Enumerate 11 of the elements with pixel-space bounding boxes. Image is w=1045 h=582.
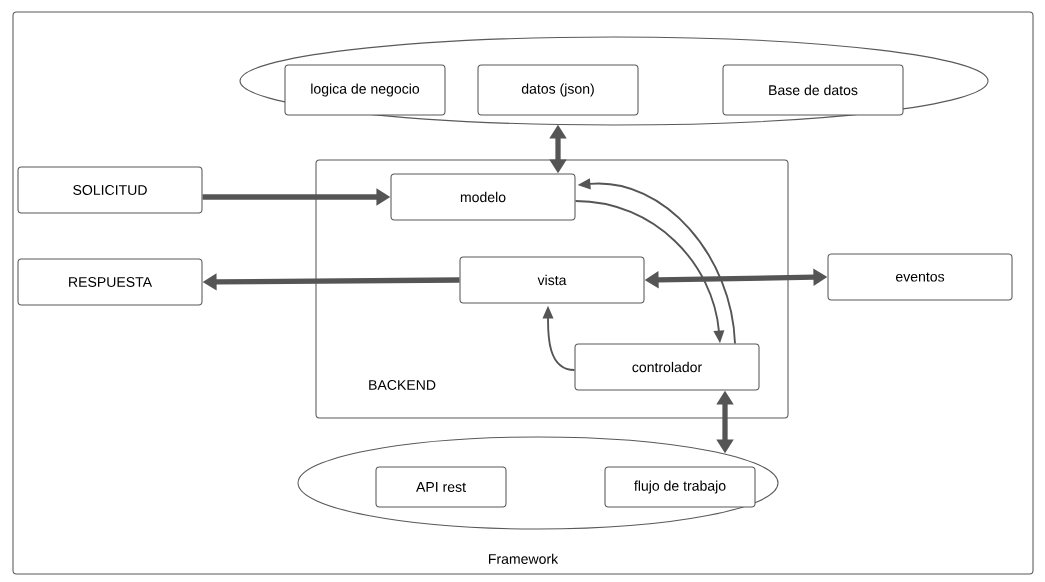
- process-box: eventos: [827, 253, 1013, 301]
- process-box: controlador: [574, 343, 760, 391]
- process-box: API rest: [375, 466, 507, 508]
- process-box: vista: [459, 256, 645, 304]
- process-box: logica de negocio: [284, 64, 446, 116]
- process-box: Base de datos: [722, 64, 904, 116]
- process-box: RESPUESTA: [17, 258, 203, 306]
- process-box: datos (json): [477, 64, 639, 116]
- process-box: SOLICITUD: [17, 166, 203, 214]
- process-box: modelo: [390, 173, 576, 221]
- process-box: flujo de trabajo: [604, 466, 756, 508]
